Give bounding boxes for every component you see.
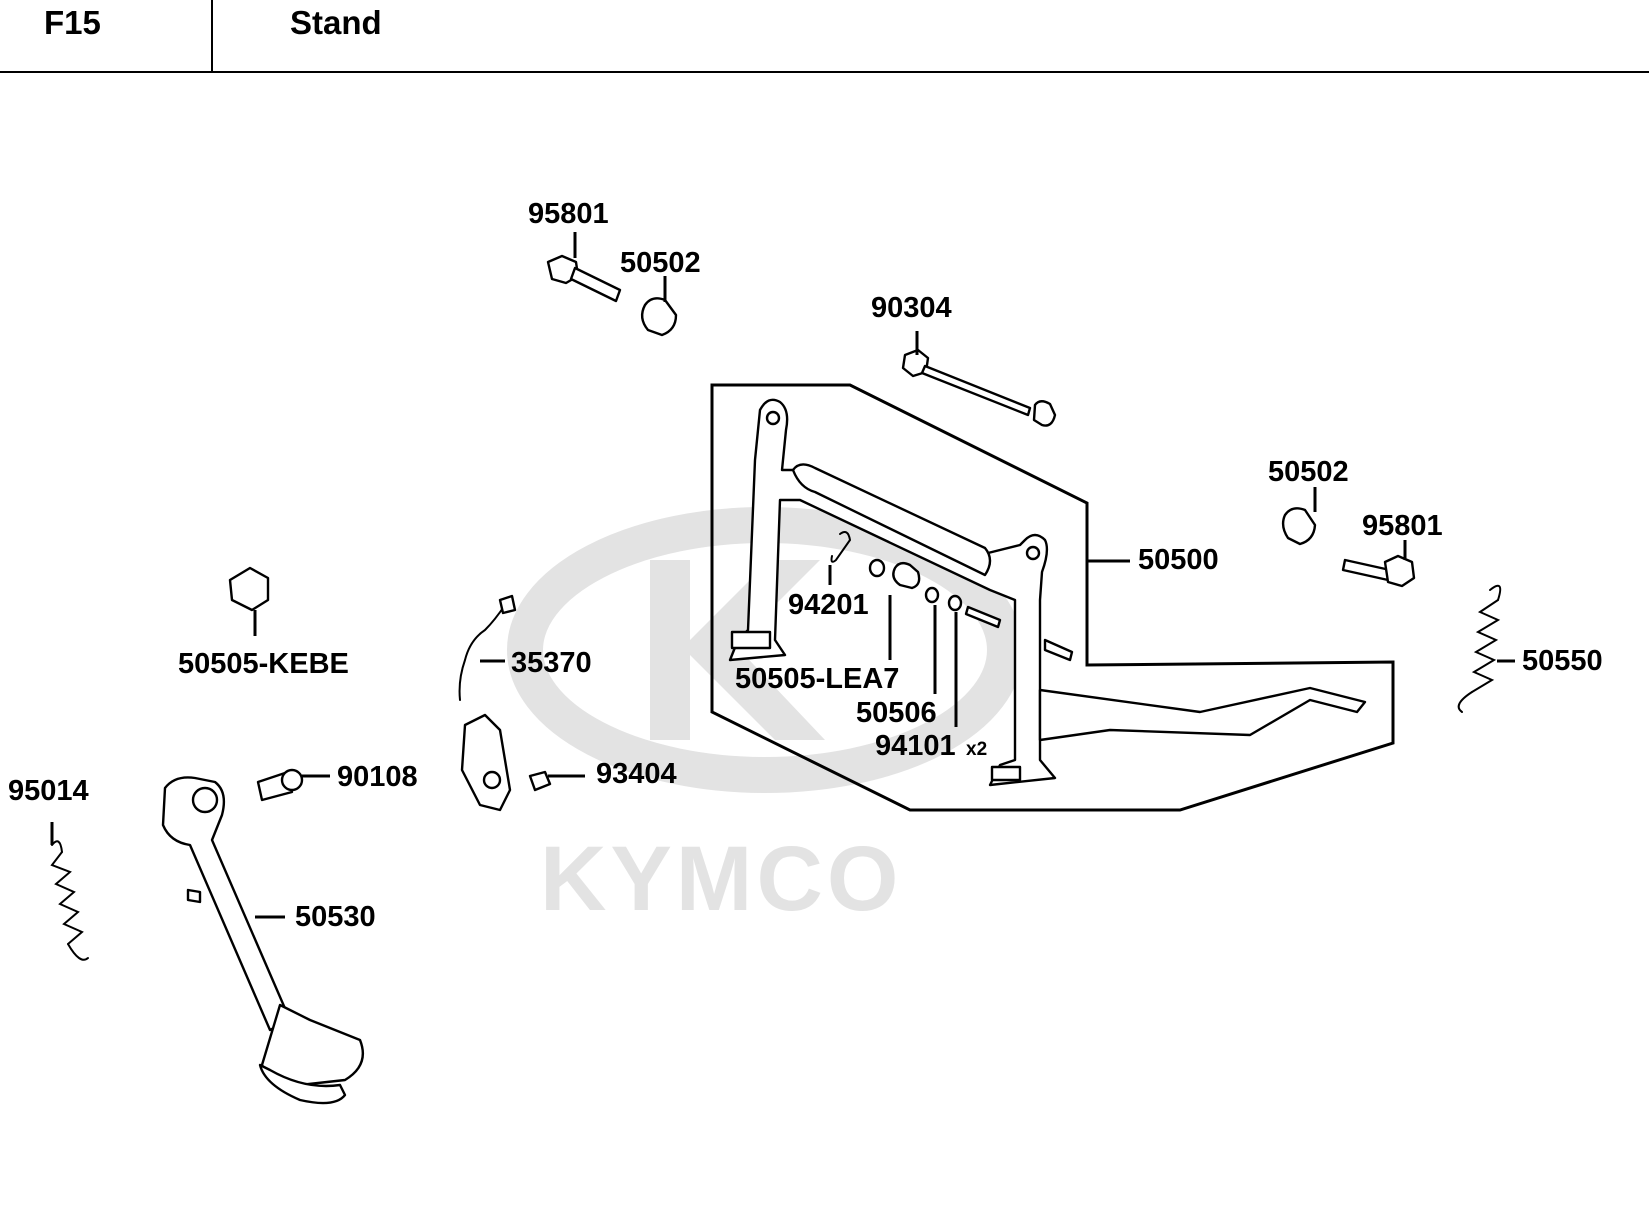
switch-body xyxy=(460,713,512,812)
header-separator xyxy=(211,0,213,72)
spring-hook xyxy=(1457,691,1473,713)
label-90304: 90304 xyxy=(871,292,952,324)
main-stand-rubber-foot xyxy=(730,630,772,650)
section-code: F15 xyxy=(44,4,101,41)
diagram-header: F15 Stand xyxy=(0,0,1649,73)
label-50530: 50530 xyxy=(295,901,376,933)
leader-lines xyxy=(50,232,1515,919)
label-50502-top: 50502 xyxy=(620,247,701,279)
nut-90304-end xyxy=(1032,400,1057,427)
label-95014: 95014 xyxy=(8,775,89,807)
label-50506: 50506 xyxy=(856,697,937,729)
side-stand-leg xyxy=(161,776,292,1032)
label-50500: 50500 xyxy=(1138,544,1219,576)
spring-hook xyxy=(1489,584,1502,601)
sidestand-switch-35370 xyxy=(458,594,517,812)
label-94101-qty: x2 xyxy=(966,739,987,760)
side-stand-50530 xyxy=(161,776,365,1105)
main-stand-pin xyxy=(1043,638,1074,662)
pivot-shaft-parts xyxy=(830,531,1002,629)
collar-50502-right xyxy=(1281,507,1317,546)
collar-50502-top xyxy=(640,297,678,337)
main-stand-crossbar xyxy=(791,463,992,577)
side-stand-rubber xyxy=(258,1063,347,1105)
label-94101: 94101 xyxy=(875,730,956,762)
cotter-pin-94201 xyxy=(830,531,852,563)
main-stand-body xyxy=(728,398,1057,787)
bolt-90108-head xyxy=(280,768,304,792)
side-stand-spring-pin xyxy=(186,888,202,904)
bolt-90304-shaft xyxy=(920,364,1032,417)
main-stand-rubber-foot xyxy=(990,765,1022,782)
main-stand-pivot-hole xyxy=(765,410,781,426)
spring-coil xyxy=(1471,599,1501,693)
spring-95014 xyxy=(50,840,89,961)
washer-small xyxy=(868,558,886,578)
spring-50550 xyxy=(1457,584,1502,713)
label-95801-top: 95801 xyxy=(528,198,609,230)
main-stand xyxy=(728,398,1367,787)
rubber-50505-kebe xyxy=(228,566,270,612)
label-90108: 90108 xyxy=(337,761,418,793)
side-stand-pivot xyxy=(191,786,219,814)
section-title: Stand xyxy=(290,4,382,41)
switch-hole xyxy=(482,770,502,790)
bolt-95801-right xyxy=(1341,554,1416,588)
switch-connector xyxy=(498,594,517,615)
label-94201: 94201 xyxy=(788,589,869,621)
main-stand-assembly-frame xyxy=(710,383,1395,812)
spring-coil xyxy=(50,851,84,945)
main-stand-pivot-hole xyxy=(1025,545,1041,561)
bolt-95801-right-shaft xyxy=(1341,558,1392,582)
header-rule xyxy=(0,71,1649,73)
part-labels: 95801 50502 90304 50502 95801 50500 5055… xyxy=(8,198,1603,933)
label-50502-right: 50502 xyxy=(1268,456,1349,488)
switch-wire xyxy=(458,604,506,701)
main-stand-kick-arm xyxy=(1038,686,1367,742)
bolt-95801-shaft xyxy=(569,266,622,303)
label-50505-lea7: 50505-LEA7 xyxy=(735,663,899,695)
bolt-95801-top xyxy=(546,254,622,303)
label-50505-kebe: 50505-KEBE xyxy=(178,648,349,680)
bolt-90304 xyxy=(901,348,1057,427)
label-93404: 93404 xyxy=(596,758,677,790)
bushing-50505-lea7 xyxy=(892,561,921,590)
label-35370: 35370 xyxy=(511,647,592,679)
washer-94101 xyxy=(947,594,963,612)
watermark-text: KYMCO xyxy=(540,828,902,930)
bolt-95801-right-head xyxy=(1383,554,1416,588)
label-95801-right: 95801 xyxy=(1362,510,1443,542)
screw-93404 xyxy=(528,770,552,792)
pivot-shaft xyxy=(964,605,1002,629)
kymco-watermark: KYMCO xyxy=(507,507,1023,930)
spring-hook xyxy=(67,943,89,961)
collar-50506 xyxy=(924,586,940,604)
label-50550: 50550 xyxy=(1522,645,1603,677)
